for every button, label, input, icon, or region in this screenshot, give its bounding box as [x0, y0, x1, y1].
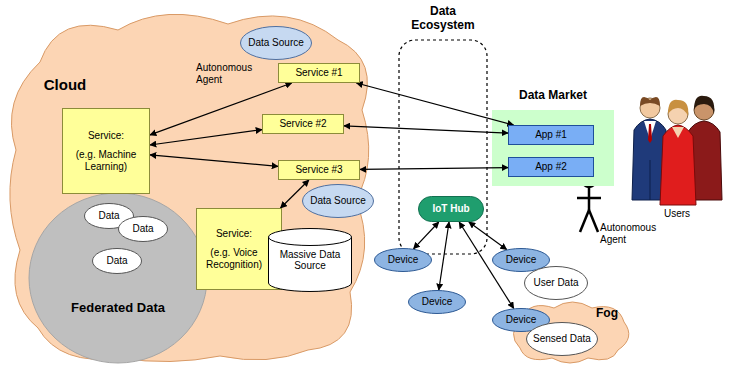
- sensed-data-ellipse: Sensed Data: [526, 322, 598, 356]
- user-data-ellipse: User Data: [524, 266, 588, 300]
- federated-data-circle-shape: [29, 193, 207, 363]
- connector-arrow: [150, 155, 278, 166]
- figure-label: Autonomous Agent: [196, 62, 268, 85]
- sensed-data-ellipse-shape: [527, 323, 598, 356]
- app-box-shape: [509, 158, 594, 177]
- connector-arrow: [414, 222, 439, 249]
- federated-data-circle: Federated DataDataDataData: [28, 192, 208, 364]
- figure-label: Users: [664, 208, 714, 220]
- service-box-shape: [63, 109, 150, 194]
- node-label: Data Source: [310, 195, 366, 207]
- data-ecosystem-region: Data EcosystemIoT Hub: [398, 4, 488, 256]
- app-box: App #1: [508, 125, 594, 145]
- region-heading: Data Ecosystem: [408, 4, 478, 33]
- node-label: Data: [106, 255, 127, 267]
- connector-arrow: [281, 180, 309, 208]
- connector-arrow: [356, 83, 513, 125]
- data-ellipse: Data: [92, 248, 142, 274]
- node-label: App #1: [535, 129, 567, 141]
- node-label: Service #2: [279, 118, 326, 130]
- device-ellipse: Device: [408, 290, 466, 314]
- data-ellipse-shape: [119, 217, 168, 242]
- service-box: Service #3: [278, 160, 360, 180]
- connector-arrow: [150, 130, 262, 145]
- database-cylinder-shape: [269, 229, 352, 292]
- service-box-shape: [279, 161, 360, 180]
- connector-arrow: [459, 222, 513, 308]
- node-label: Massive Data Source: [272, 249, 348, 272]
- node-label: Service:: [88, 130, 124, 142]
- connector-arrow: [439, 222, 449, 290]
- data-source-ellipse: Data Source: [302, 184, 374, 218]
- data-source-ellipse-shape: [241, 27, 312, 60]
- iot-hub-shape: [419, 197, 484, 222]
- figure-label: Autonomous Agent: [600, 222, 672, 245]
- data-source-ellipse-shape: [303, 185, 374, 218]
- device-ellipse: Device: [374, 248, 432, 272]
- node-label: (e.g. Machine Learning): [66, 149, 146, 172]
- node-label: Device: [388, 254, 419, 266]
- cloud-region: CloudData SourceService #1Service:(e.g. …: [0, 0, 380, 366]
- device-ellipse-shape: [375, 249, 432, 272]
- user-data-ellipse-shape: [525, 267, 588, 300]
- data-market-panel: Data MarketApp #1 App #2: [492, 84, 614, 186]
- node-label: Data: [98, 210, 119, 222]
- connector-arrow: [360, 168, 508, 170]
- node-label: Service #1: [295, 67, 342, 79]
- node-label: IoT Hub: [432, 203, 469, 215]
- connector-arrow: [344, 126, 508, 133]
- node-label: App #2: [535, 161, 567, 173]
- region-heading: Federated Data: [68, 300, 168, 316]
- data-ellipse: Data: [118, 216, 168, 242]
- app-box: App #2: [508, 157, 594, 177]
- service-box: Service: (e.g. Machine Learning): [62, 108, 150, 194]
- connector-arrow: [150, 83, 292, 135]
- data-ecosystem-region-shape: [399, 40, 487, 254]
- device-ellipse-shape: [409, 291, 466, 314]
- app-box-shape: [509, 126, 594, 145]
- fog-cloud: FogDeviceSensed Data: [508, 298, 633, 364]
- connector-arrow: [469, 222, 507, 250]
- users-figures: [632, 96, 722, 205]
- iot-hub: IoT Hub: [418, 196, 484, 222]
- node-label: Sensed Data: [533, 333, 591, 345]
- node-label: Service #3: [295, 164, 342, 176]
- service-box-shape: [279, 64, 360, 83]
- region-heading: Fog: [590, 306, 624, 320]
- database-cylinder: Massive Data Source: [268, 228, 352, 292]
- data-source-ellipse: Data Source: [240, 26, 312, 60]
- region-heading: Cloud: [30, 76, 100, 94]
- node-label: User Data: [533, 277, 578, 289]
- data-market-panel-shape: [492, 110, 614, 186]
- node-label: Device: [422, 296, 453, 308]
- node-label: Data Source: [248, 37, 304, 49]
- region-heading: Data Market: [498, 88, 608, 102]
- service-box: Service #2: [262, 114, 344, 134]
- service-box-shape: [263, 115, 344, 134]
- service-box: Service #1: [278, 63, 360, 83]
- node-label: Service:: [216, 228, 252, 240]
- node-label: Device: [506, 314, 537, 326]
- node-label: (e.g. Voice Recognition): [200, 247, 268, 270]
- node-label: Device: [506, 254, 537, 266]
- data-ellipse-shape: [93, 249, 142, 274]
- node-label: Data: [132, 223, 153, 235]
